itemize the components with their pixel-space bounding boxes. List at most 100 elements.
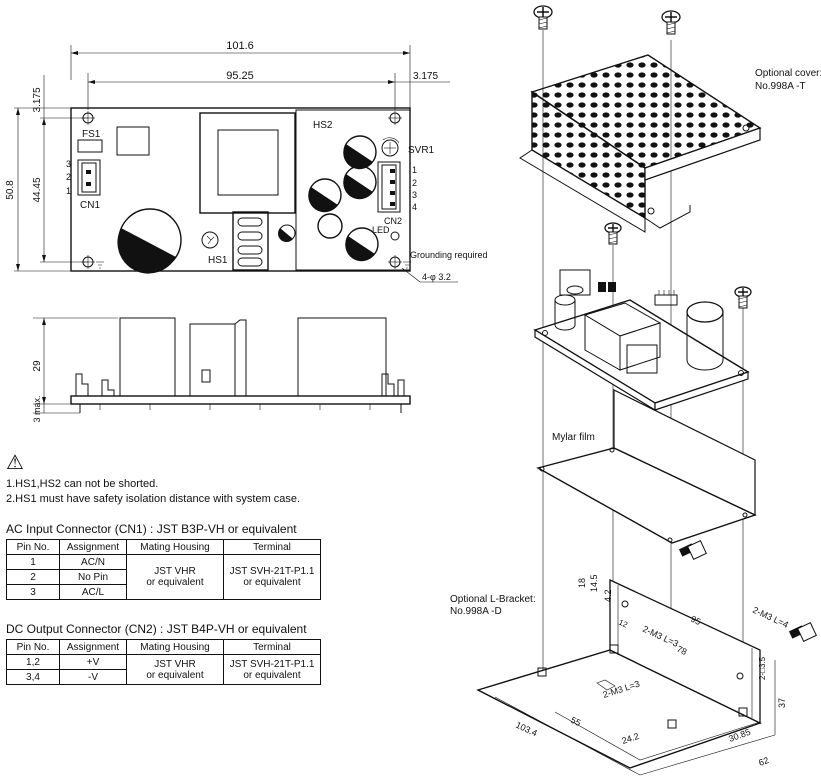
board-screws bbox=[604, 222, 752, 309]
cn1-pin-1: 1 bbox=[66, 186, 71, 196]
warning-icon: ⚠ bbox=[6, 452, 24, 474]
label-hs2: HS2 bbox=[313, 120, 333, 131]
notes: ⚠ 1.HS1,HS2 can not be shorted. 2.HS1 mu… bbox=[6, 453, 336, 507]
ac-row-3-assign: AC/L bbox=[59, 584, 127, 600]
dc-terminal-line1: JST SVH-21T-P1.1 bbox=[229, 658, 315, 670]
cn1-connector bbox=[77, 159, 101, 196]
bracket-screws bbox=[678, 540, 817, 642]
component-block bbox=[116, 126, 150, 156]
dc-row-2-pin: 3,4 bbox=[6, 669, 60, 685]
ac-row-2-pin: 2 bbox=[6, 569, 60, 585]
dc-header-assign: Assignment bbox=[59, 639, 127, 655]
led bbox=[390, 231, 400, 241]
grounding-note: Grounding required bbox=[410, 250, 488, 260]
side-view: 29 3 max. bbox=[32, 317, 411, 423]
ac-connector-title: AC Input Connector (CN1) : JST B3P-VH or… bbox=[6, 522, 297, 536]
dim-29: 29 bbox=[32, 360, 43, 372]
ac-row-1-pin: 1 bbox=[6, 554, 60, 570]
dc-header-housing: Mating Housing bbox=[126, 639, 224, 655]
hs2-heatsink bbox=[295, 109, 411, 271]
cn1-pin-3: 3 bbox=[66, 159, 71, 169]
cn2-pin-2: 2 bbox=[412, 178, 417, 188]
hole-spec: 4-φ 3.2 bbox=[422, 272, 451, 282]
transformer bbox=[199, 112, 296, 214]
ac-housing-line1: JST VHR bbox=[154, 566, 196, 577]
cn2-pin-4: 4 bbox=[412, 202, 417, 212]
dc-row-2-assign: -V bbox=[59, 669, 127, 685]
ac-header-terminal: Terminal bbox=[223, 539, 321, 555]
dc-terminal-line2: or equivalent bbox=[243, 669, 301, 681]
cover-label: Optional cover: bbox=[755, 68, 821, 79]
dim-37: 37 bbox=[777, 698, 787, 708]
hs1-heatsink bbox=[201, 211, 296, 271]
top-view: 101.6 95.25 3.175 50.8 44.45 3.175 bbox=[5, 40, 488, 283]
cover-screws bbox=[533, 5, 681, 35]
cn2-pin-3: 3 bbox=[412, 190, 417, 200]
dc-header-terminal: Terminal bbox=[223, 639, 321, 655]
dim-62: 62 bbox=[757, 755, 770, 768]
dc-connector-table: Pin No. Assignment Mating Housing Termin… bbox=[6, 639, 321, 685]
dim-78: 78 bbox=[675, 644, 688, 657]
dim-3-5: 2-□3.5 bbox=[758, 656, 767, 680]
dim-50-8: 50.8 bbox=[5, 180, 16, 200]
dim-14-5: 14.5 bbox=[589, 574, 599, 592]
dim-3-max: 3 max. bbox=[32, 395, 42, 422]
optional-cover bbox=[519, 54, 762, 233]
label-led: LED bbox=[372, 225, 390, 235]
dim-18: 18 bbox=[577, 578, 587, 588]
screw-note-right: 2-M3 L=4 bbox=[751, 605, 790, 630]
note-1: 1.HS1,HS2 can not be shorted. bbox=[6, 478, 159, 490]
ac-housing-line2: or equivalent bbox=[146, 577, 204, 588]
dc-row-1-assign: +V bbox=[59, 654, 127, 670]
dim-103-4: 103.4 bbox=[514, 720, 539, 739]
label-svr1: SVR1 bbox=[408, 145, 435, 156]
output-capacitors bbox=[308, 135, 379, 262]
bracket-part-number: No.998A -D bbox=[450, 606, 502, 617]
ac-header-housing: Mating Housing bbox=[126, 539, 224, 555]
note-2: 2.HS1 must have safety isolation distanc… bbox=[6, 493, 301, 505]
dc-housing-line1: JST VHR bbox=[154, 658, 196, 670]
cn1-pin-2: 2 bbox=[66, 172, 71, 182]
dc-row-1-pin: 1,2 bbox=[6, 654, 60, 670]
ac-header-pin: Pin No. bbox=[6, 539, 60, 555]
dim-3-175-right: 3.175 bbox=[413, 71, 438, 82]
exploded-view: Optional cover: No.998A -T bbox=[450, 5, 821, 776]
cn2-connector bbox=[377, 161, 401, 213]
ac-row-1-assign: AC/N bbox=[59, 554, 127, 570]
cn2-pin-1: 1 bbox=[412, 165, 417, 175]
dc-housing-line2: or equivalent bbox=[146, 669, 204, 681]
svr1-trimmer bbox=[381, 137, 400, 157]
ac-header-assign: Assignment bbox=[59, 539, 127, 555]
ac-row-3-pin: 3 bbox=[6, 584, 60, 600]
dim-12: 12 bbox=[617, 618, 629, 630]
label-fs1: FS1 bbox=[82, 129, 101, 140]
mylar-film bbox=[536, 389, 757, 544]
dim-3-175-top: 3.175 bbox=[32, 87, 43, 112]
optional-l-bracket bbox=[476, 578, 762, 769]
cover-part-number: No.998A -T bbox=[755, 81, 806, 92]
dim-101-6: 101.6 bbox=[226, 40, 254, 52]
ac-terminal-line1: JST SVH-21T-P1.1 bbox=[229, 566, 315, 577]
label-hs1: HS1 bbox=[208, 255, 228, 266]
dc-header-pin: Pin No. bbox=[6, 639, 60, 655]
dim-95: 95 bbox=[689, 614, 702, 627]
dim-55: 55 bbox=[569, 715, 582, 728]
bracket-label: Optional L-Bracket: bbox=[450, 594, 536, 605]
dim-95-25: 95.25 bbox=[226, 70, 254, 82]
ac-terminal-line2: or equivalent bbox=[243, 577, 301, 588]
fuse-fs1 bbox=[77, 139, 103, 153]
dim-44-45: 44.45 bbox=[32, 177, 43, 202]
mounting-holes bbox=[81, 111, 411, 269]
pcb-assembly bbox=[533, 269, 750, 412]
dc-connector-title: DC Output Connector (CN2) : JST B4P-VH o… bbox=[6, 622, 307, 636]
bulk-capacitor bbox=[117, 208, 182, 274]
label-cn1: CN1 bbox=[80, 200, 100, 211]
mylar-label: Mylar film bbox=[552, 432, 595, 443]
ac-row-2-assign: No Pin bbox=[59, 569, 127, 585]
dim-4-2: 4.2 bbox=[603, 589, 613, 602]
